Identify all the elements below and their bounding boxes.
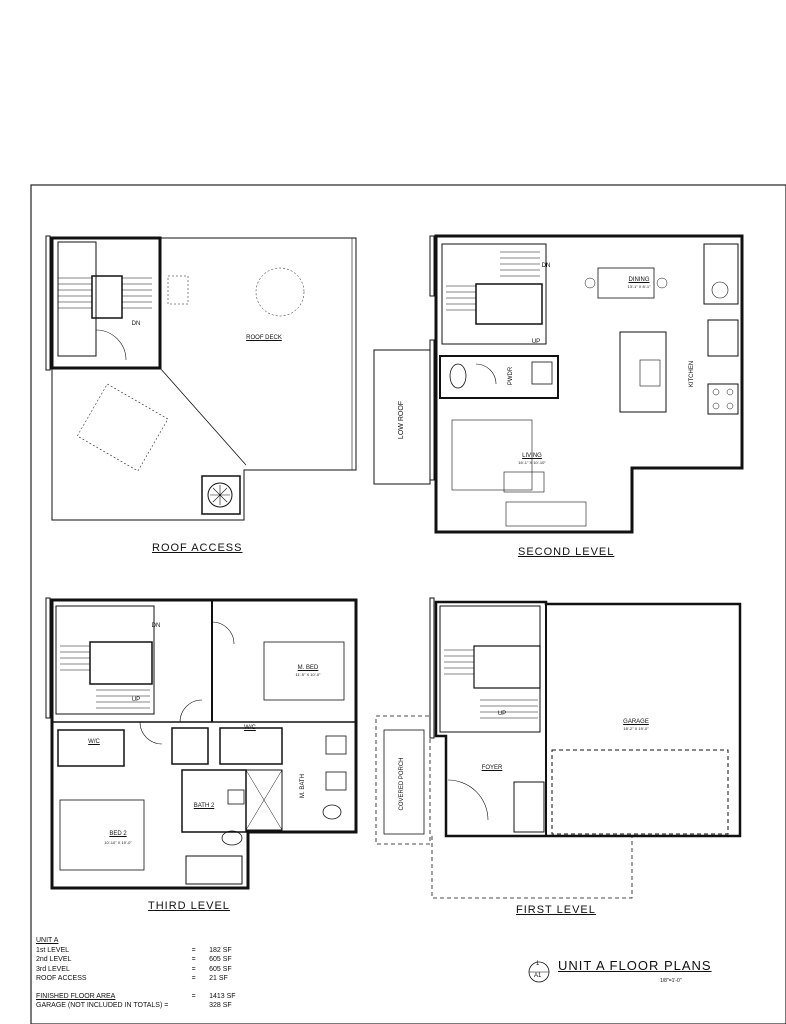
area-row: 2nd LEVEL = 605 SF bbox=[36, 955, 248, 965]
garage-label: GARAGE bbox=[623, 719, 649, 725]
foyer-label: FOYER bbox=[481, 765, 503, 771]
kitchen-label: KITCHEN bbox=[689, 360, 695, 388]
area-total-value: 1413 SF bbox=[209, 992, 236, 1000]
area-row: 3rd LEVEL = 605 SF bbox=[36, 965, 248, 975]
second-level-plan bbox=[373, 234, 744, 534]
area-row-value: 21 SF bbox=[209, 975, 228, 982]
third-up-label: UP bbox=[131, 697, 141, 703]
second-dn-label: DN bbox=[541, 263, 551, 269]
m-bath-label: M. BATH bbox=[300, 774, 306, 798]
second-level-title: SECOND LEVEL bbox=[518, 546, 615, 558]
roof-dn-label: DN bbox=[131, 321, 141, 327]
area-row-label: ROOF ACCESS bbox=[36, 975, 87, 982]
dining-label: DINING bbox=[628, 277, 650, 283]
area-garage-label: GARAGE (NOT INCLUDED IN TOTALS) = bbox=[36, 1002, 169, 1009]
sheet-title: UNIT A FLOOR PLANS bbox=[558, 958, 712, 973]
area-table: UNIT A 1st LEVEL = 182 SF 2nd LEVEL = 60… bbox=[36, 936, 248, 1011]
bath2-label: BATH 2 bbox=[193, 803, 215, 809]
wic-right-label: W/C bbox=[244, 725, 256, 731]
sheet-border bbox=[30, 184, 786, 1024]
area-total-label: FINISHED FLOOR AREA bbox=[36, 992, 116, 1000]
area-total-row: FINISHED FLOOR AREA = 1413 SF bbox=[36, 992, 248, 1002]
area-row-eq: = bbox=[191, 965, 196, 973]
area-row: ROOF ACCESS = 21 SF bbox=[36, 974, 248, 984]
area-row-value: 605 SF bbox=[209, 965, 232, 973]
area-row-value: 605 SF bbox=[209, 956, 232, 963]
first-up-label: UP bbox=[497, 711, 507, 717]
roof-access-plan bbox=[45, 235, 357, 521]
bed2-dimension: 10'-10" X 10'-0" bbox=[104, 840, 132, 845]
area-row: 1st LEVEL = 182 SF bbox=[36, 946, 248, 956]
area-garage-row: GARAGE (NOT INCLUDED IN TOTALS) = 328 SF bbox=[36, 1001, 248, 1011]
covered-porch-label: COVERED PORCH bbox=[399, 757, 405, 811]
first-level-plan bbox=[375, 597, 742, 899]
area-row-eq: = bbox=[191, 975, 196, 982]
area-total-eq: = bbox=[191, 992, 196, 1000]
area-row-value: 182 SF bbox=[209, 946, 232, 954]
pwdr-label: PWDR bbox=[508, 366, 514, 386]
sheet-tag-sheet: A1 bbox=[534, 973, 542, 979]
roof-deck-label: ROOF DECK bbox=[246, 335, 282, 341]
area-row-eq: = bbox=[191, 946, 196, 954]
garage-dimension: 18'-2" X 19'-0" bbox=[623, 726, 649, 731]
dining-dimension: 13'-1" X 8'-1" bbox=[627, 284, 651, 289]
m-bed-dimension: 11'-5" X 10'-0" bbox=[295, 672, 321, 677]
area-row-label: 2nd LEVEL bbox=[36, 956, 72, 963]
third-dn-label: DN bbox=[151, 623, 161, 629]
area-row-label: 1st LEVEL bbox=[36, 946, 70, 954]
sheet-tag-number: 1 bbox=[536, 961, 540, 967]
area-row-eq: = bbox=[191, 956, 196, 963]
sheet-scale: 1/8"=1'-0" bbox=[660, 978, 682, 984]
area-row-label: 3rd LEVEL bbox=[36, 965, 70, 973]
wic-left-label: W/C bbox=[88, 739, 100, 745]
first-level-title: FIRST LEVEL bbox=[516, 904, 596, 916]
sheet-tag: 1 A1 bbox=[531, 960, 547, 984]
area-garage-value: 328 SF bbox=[209, 1002, 232, 1009]
roof-access-title: ROOF ACCESS bbox=[152, 542, 243, 554]
m-bed-label: M. BED bbox=[297, 665, 319, 671]
second-up-label: UP bbox=[531, 339, 541, 345]
bed2-label: BED 2 bbox=[109, 831, 127, 837]
third-level-plan bbox=[45, 597, 358, 890]
living-dimension: 16'-1" X 10'-10" bbox=[518, 460, 546, 465]
area-table-heading: UNIT A bbox=[36, 937, 59, 944]
low-roof-label: LOW ROOF bbox=[398, 400, 405, 440]
living-label: LIVING bbox=[522, 453, 542, 459]
third-level-title: THIRD LEVEL bbox=[148, 900, 230, 912]
